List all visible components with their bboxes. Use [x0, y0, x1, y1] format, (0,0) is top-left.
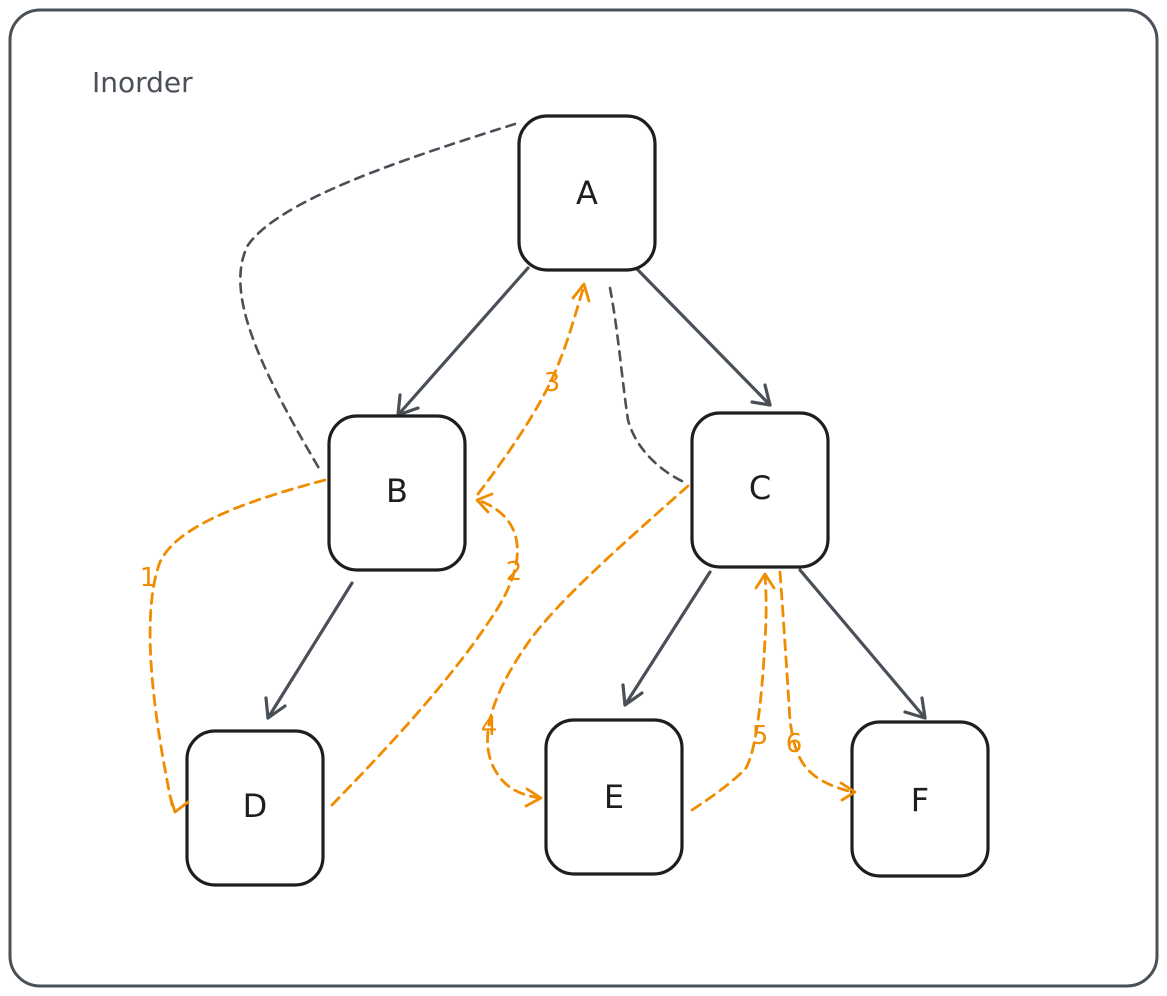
traversal-step-5: 5: [690, 572, 776, 812]
svg-text:F: F: [911, 781, 929, 819]
svg-text:6: 6: [786, 729, 803, 759]
tree-edge-c-e: [621, 570, 712, 707]
tree-edge-b-d: [264, 581, 354, 720]
tree-node-f: F: [850, 720, 990, 878]
traversal-step-3: 3: [476, 282, 591, 496]
svg-text:1: 1: [140, 563, 157, 593]
svg-text:A: A: [576, 174, 598, 212]
traversal-step-1: 1: [140, 478, 327, 814]
tree-edge-a-c: [634, 266, 772, 407]
svg-text:3: 3: [544, 368, 561, 398]
traversal-step-4: 4: [481, 484, 690, 808]
svg-text:5: 5: [752, 721, 769, 751]
tree-node-e: E: [544, 718, 684, 876]
traversal-step-6: 6: [778, 570, 857, 802]
svg-text:D: D: [243, 787, 268, 825]
tree-node-b: B: [327, 414, 467, 572]
tree-node-d: D: [185, 729, 325, 887]
dashed-hint-a-c: [608, 286, 686, 484]
diagram-title: Inorder: [92, 66, 193, 99]
dashed-hint-a-b: [239, 122, 517, 472]
svg-text:C: C: [749, 469, 771, 507]
svg-text:2: 2: [506, 557, 523, 587]
svg-text:E: E: [604, 778, 624, 816]
traversal-step-2: 2: [330, 492, 523, 807]
tree-node-c: C: [690, 411, 830, 569]
svg-text:B: B: [386, 472, 408, 510]
svg-text:4: 4: [481, 712, 498, 742]
tree-edge-c-f: [798, 568, 927, 720]
tree-node-a: A: [517, 114, 657, 272]
